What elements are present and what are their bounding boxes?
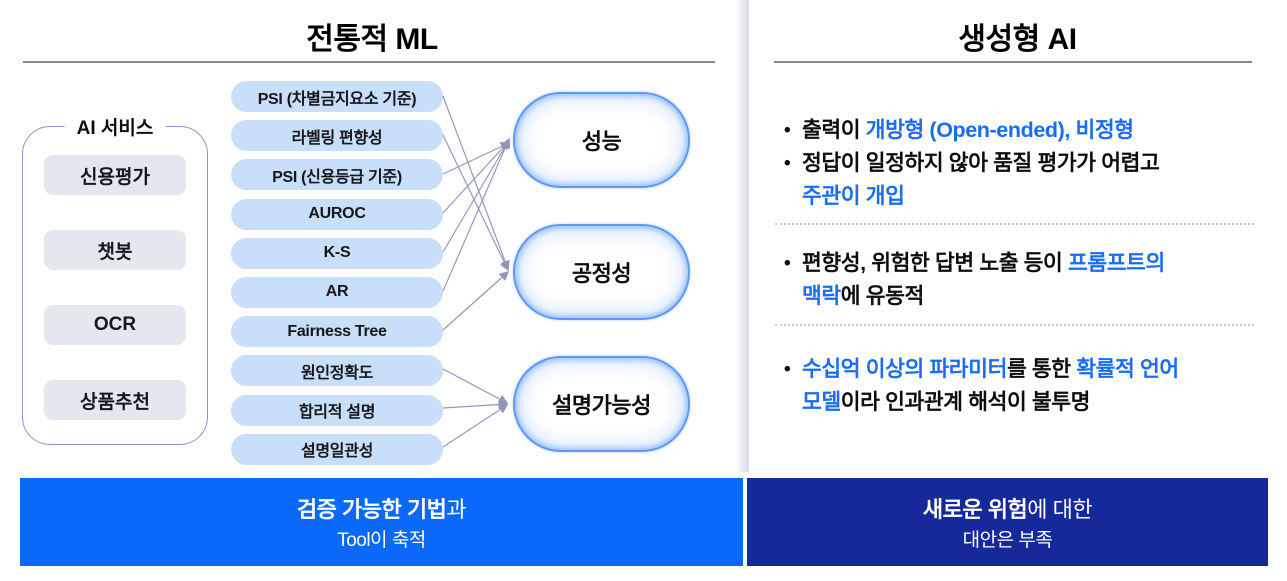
- metric-pill-labeling-bias: 라벨링 편향성: [231, 120, 443, 152]
- traditional-ml-footer-bar: 검증 가능한 기법과 Tool이 축적: [20, 478, 743, 566]
- service-item-recommendation: 상품추천: [44, 380, 186, 420]
- metric-pill-explanation-consistency: 설명일관성: [231, 433, 443, 465]
- metric-pill-psi-credit-grade: PSI (신용등급 기준): [231, 159, 443, 191]
- metric-pill-ar: AR: [231, 276, 443, 308]
- metric-pill-list: PSI (차별금지요소 기준) 라벨링 편향성 PSI (신용등급 기준) AU…: [231, 81, 443, 465]
- service-item-credit-rating: 신용평가: [44, 155, 186, 195]
- dotted-divider-2: [775, 324, 1254, 326]
- bullet-icon: •: [784, 120, 791, 141]
- metric-pill-fairness-tree: Fairness Tree: [231, 316, 443, 348]
- bullet-icon: •: [784, 153, 791, 174]
- target-performance: 성능: [513, 92, 690, 188]
- footer-right-bold: 새로운 위험: [922, 497, 1028, 522]
- metric-pill-rational-explanation: 합리적 설명: [231, 394, 443, 426]
- metric-pill-auroc: AUROC: [231, 198, 443, 230]
- footer-left-rest: 과: [446, 497, 467, 522]
- genai-bullet-group-2: • 편향성, 위험한 답변 노출 등이 프롬프트의 맥락에 유동적: [784, 247, 1266, 313]
- dotted-divider-1: [775, 223, 1254, 225]
- ai-services-list: 신용평가 챗봇 OCR 상품추천: [23, 127, 207, 444]
- left-section-title: 전통적 ML: [306, 23, 438, 56]
- bullet-icon: •: [784, 359, 791, 380]
- footer-left-line2: Tool이 축적: [337, 530, 426, 551]
- footer-right-line2: 대안은 부족: [962, 530, 1053, 551]
- bullet-quality-evaluation: • 정답이 일정하지 않아 품질 평가가 어렵고 주관이 개입: [784, 147, 1266, 213]
- target-fairness: 공정성: [513, 224, 690, 320]
- footer-right-rest: 에 대한: [1027, 497, 1093, 522]
- service-item-ocr: OCR: [44, 305, 186, 345]
- right-title-underline: [774, 61, 1252, 63]
- genai-bullet-group-3: • 수십억 이상의 파라미터를 통한 확률적 언어 모델이라 인과관계 해석이 …: [784, 353, 1266, 419]
- bullet-probabilistic-model: • 수십억 이상의 파라미터를 통한 확률적 언어 모델이라 인과관계 해석이 …: [784, 353, 1266, 419]
- right-section-title: 생성형 AI: [958, 23, 1077, 56]
- bullet-output-open-ended: • 출력이 개방형 (Open-ended), 비정형: [784, 114, 1266, 147]
- ai-services-label: AI 서비스: [64, 113, 166, 140]
- left-title-underline: [23, 61, 715, 63]
- metric-pill-ks: K-S: [231, 237, 443, 269]
- genai-footer-bar: 새로운 위험에 대한 대안은 부족: [747, 478, 1268, 566]
- service-item-chatbot: 챗봇: [44, 230, 186, 270]
- metric-pill-psi-discrimination: PSI (차별금지요소 기준): [231, 81, 443, 112]
- bullet-prompt-context: • 편향성, 위험한 답변 노출 등이 프롬프트의 맥락에 유동적: [784, 247, 1266, 313]
- genai-bullet-group-1: • 출력이 개방형 (Open-ended), 비정형 • 정답이 일정하지 않…: [784, 114, 1266, 213]
- bullet-icon: •: [784, 253, 791, 274]
- footer-left-bold: 검증 가능한 기법: [296, 497, 447, 522]
- ai-services-panel: AI 서비스 신용평가 챗봇 OCR 상품추천: [22, 113, 208, 445]
- metric-pill-cause-accuracy: 원인정확도: [231, 355, 443, 387]
- target-explainability: 설명가능성: [513, 356, 690, 452]
- section-divider: [735, 0, 749, 472]
